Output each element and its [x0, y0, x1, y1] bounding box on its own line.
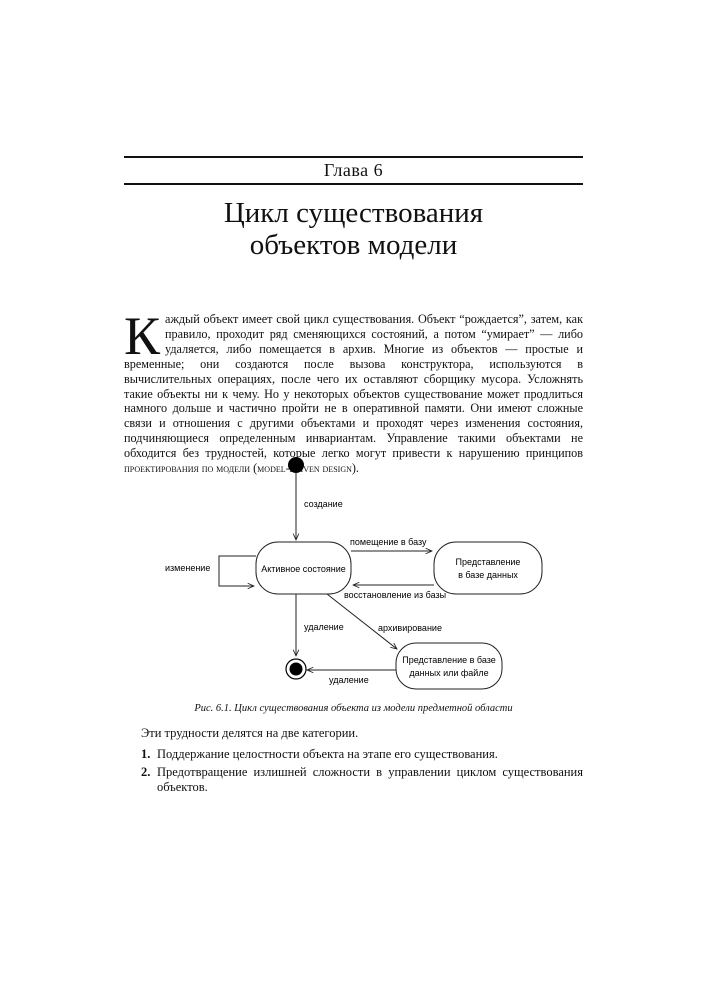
term-model-design: проектирования по модели [124, 463, 251, 476]
state-db [433, 541, 543, 595]
list-item-text: Предотвращение излишней сложности в упра… [157, 765, 583, 794]
chapter-label: Глава 6 [323, 160, 384, 180]
term-model-driven-design: model-driven design [257, 463, 352, 476]
state-archive [395, 642, 503, 690]
chapter-title-line2: объектов модели [249, 229, 458, 261]
list-item: 1. Поддержание целостности объекта на эт… [141, 747, 583, 762]
chapter-title-line1: Цикл существования [223, 197, 484, 229]
intro-text: аждый объект имеет свой цикл существован… [124, 312, 583, 461]
label-store: помещение в базу [350, 537, 427, 547]
intro-open-paren: ( [250, 461, 258, 476]
chapter-rule-bottom [124, 183, 583, 185]
final-state-dot [289, 662, 303, 676]
list-item: 2. Предотвращение излишней сложности в у… [141, 765, 583, 795]
after-paragraph: Эти трудности делятся на две категории. [141, 726, 359, 740]
label-delete: удаление [304, 622, 344, 632]
difficulty-list: 1. Поддержание целостности объекта на эт… [141, 747, 583, 798]
state-active-label: Активное состояние [261, 564, 345, 574]
list-item-number: 1. [141, 747, 151, 761]
state-active [255, 541, 352, 595]
archive-arrow [326, 593, 397, 649]
initial-state [288, 457, 304, 473]
label-create: создание [304, 499, 343, 509]
label-delete2: удаление [329, 675, 369, 685]
label-archive: архивирование [378, 623, 442, 633]
drop-cap: К [124, 306, 161, 366]
state-db-label1: Представление [456, 557, 521, 567]
label-restore: восстановление из базы [344, 590, 446, 600]
label-change: изменение [165, 563, 210, 573]
state-archive-label1: Представление в базе [402, 655, 496, 665]
chapter-title: Цикл существования объектов модели [124, 197, 583, 261]
state-db-label2: в базе данных [458, 570, 518, 580]
lifecycle-diagram: создание Активное состояние изменение Пр… [165, 457, 543, 690]
list-item-text: Поддержание целостности объекта на этапе… [157, 747, 498, 761]
chapter-rule-top [124, 156, 583, 158]
intro-close-paren: ). [351, 461, 359, 476]
state-archive-label2: данных или файле [409, 668, 488, 678]
figure-caption: Рис. 6.1. Цикл существования объекта из … [194, 703, 513, 714]
list-item-number: 2. [141, 765, 151, 779]
change-loop [218, 555, 256, 586]
